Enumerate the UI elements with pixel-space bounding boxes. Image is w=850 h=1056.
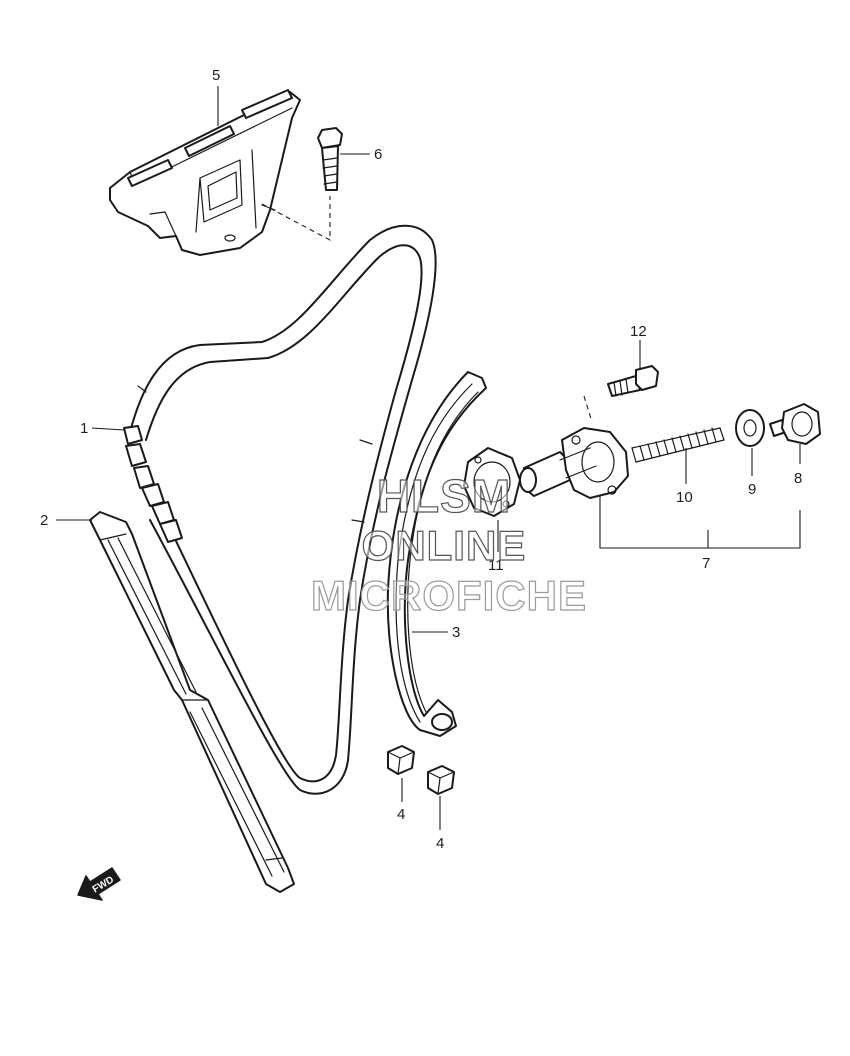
tensioner-guide-part-3 — [386, 371, 487, 737]
watermark-line-1: HLSM — [377, 470, 511, 522]
cushion-part-4a — [387, 745, 415, 775]
chain-guide-part-2 — [89, 511, 295, 893]
cam-chain — [127, 224, 437, 795]
callout-4b: 4 — [436, 835, 444, 852]
callout-9: 9 — [748, 481, 756, 498]
arrow-left-down-icon — [77, 867, 121, 901]
callout-10: 10 — [676, 489, 693, 506]
tensioner-body-part-7 — [519, 427, 629, 499]
cushion-part-4b — [427, 765, 455, 795]
chain-joint-part-1 — [123, 425, 183, 543]
watermark-line-3: MICROFICHE — [311, 572, 587, 619]
callout-2: 2 — [40, 512, 48, 529]
callout-8: 8 — [794, 470, 802, 487]
callout-11: 11 — [488, 557, 504, 574]
watermark: HLSM ONLINE MICROFICHE — [310, 469, 587, 619]
callout-7: 7 — [702, 555, 710, 572]
washer-part-9 — [735, 409, 765, 447]
callout-1: 1 — [80, 420, 88, 437]
bolt-part-6 — [261, 127, 343, 241]
callout-labels: 1 2 3 4 4 5 6 7 8 9 10 11 12 — [40, 67, 802, 852]
leader-lines — [56, 86, 801, 830]
gasket-part-11 — [463, 447, 521, 517]
chain-guide-bracket — [109, 89, 301, 256]
callout-12: 12 — [630, 323, 647, 340]
fwd-arrow: FWD — [77, 867, 121, 901]
callout-6: 6 — [374, 146, 382, 163]
fwd-label: FWD — [91, 875, 116, 896]
spring-part-10 — [631, 427, 725, 463]
bolt-part-12 — [583, 365, 659, 423]
callout-3: 3 — [452, 624, 460, 641]
watermark-line-2: ONLINE — [362, 522, 527, 569]
callout-4a: 4 — [397, 806, 405, 823]
cap-nut-part-8 — [769, 403, 821, 445]
callout-5: 5 — [212, 67, 220, 84]
